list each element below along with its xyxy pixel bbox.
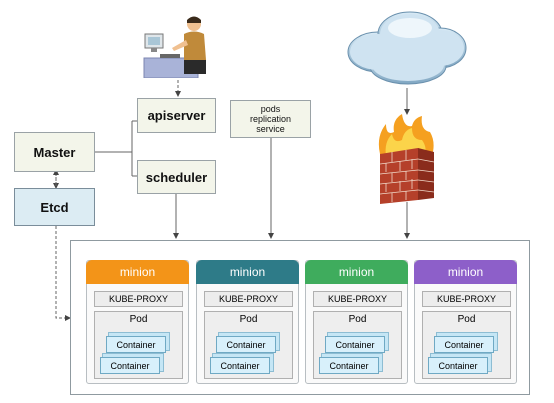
- minion-header: minion: [196, 260, 299, 284]
- container-box: Container: [106, 336, 166, 353]
- pods-replication-service-box: pods replication service: [230, 100, 311, 138]
- etcd-to-cluster-arrow: [55, 226, 71, 321]
- container-box: Container: [210, 357, 270, 374]
- container-box: Container: [319, 357, 379, 374]
- minion-header: minion: [414, 260, 517, 284]
- container-box: Container: [434, 336, 494, 353]
- minion-header: minion: [305, 260, 408, 284]
- pod-label: Pod: [129, 314, 148, 325]
- container-box: Container: [100, 357, 160, 374]
- minion-node-4: minion KUBE-PROXY Pod Container Containe…: [414, 260, 517, 384]
- master-box: Master: [14, 132, 95, 172]
- firewall-icon: [378, 114, 435, 204]
- kube-proxy-box: KUBE-PROXY: [313, 291, 402, 307]
- pod-box: Pod Container Container: [204, 311, 293, 379]
- minion-node-1: minion KUBE-PROXY Pod Container Containe…: [86, 260, 189, 384]
- pod-label: Pod: [457, 314, 476, 325]
- minion-header: minion: [86, 260, 189, 284]
- etcd-box: Etcd: [14, 188, 95, 226]
- apiserver-box: apiserver: [137, 98, 216, 133]
- minion-node-3: minion KUBE-PROXY Pod Container Containe…: [305, 260, 408, 384]
- container-box: Container: [428, 357, 488, 374]
- pod-box: Pod Container Container: [94, 311, 183, 379]
- container-box: Container: [325, 336, 385, 353]
- kube-proxy-box: KUBE-PROXY: [422, 291, 511, 307]
- master-connector: [95, 120, 137, 177]
- pod-box: Pod Container Container: [422, 311, 511, 379]
- cloud-icon: [347, 11, 467, 85]
- kube-proxy-box: KUBE-PROXY: [204, 291, 293, 307]
- user-at-computer-icon: [143, 16, 206, 78]
- pod-label: Pod: [348, 314, 367, 325]
- scheduler-box: scheduler: [137, 160, 216, 194]
- pod-label: Pod: [239, 314, 258, 325]
- kube-proxy-box: KUBE-PROXY: [94, 291, 183, 307]
- container-box: Container: [216, 336, 276, 353]
- pod-box: Pod Container Container: [313, 311, 402, 379]
- minion-node-2: minion KUBE-PROXY Pod Container Containe…: [196, 260, 299, 384]
